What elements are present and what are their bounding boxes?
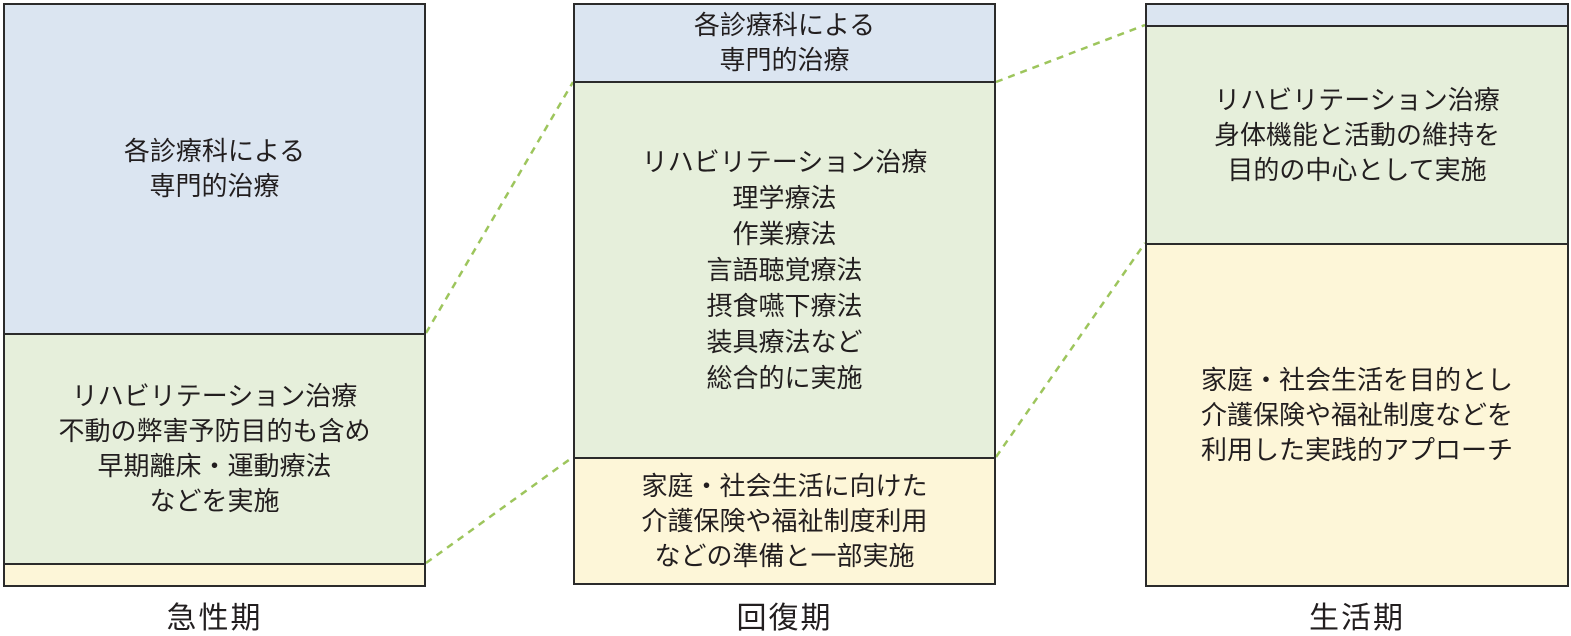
section-rehabilitation-life: リハビリテーション治療 身体機能と活動の維持を 目的の中心として実施 [1147, 25, 1567, 243]
connector-line-specialized-recovery-life [995, 23, 1146, 84]
phase-column-recovery: 各診療科による 専門的治療 リハビリテーション治療 理学療法 作業療法 言語聴覚… [573, 3, 996, 585]
phase-column-acute: 各診療科による 専門的治療 リハビリテーション治療 不動の弊害予防目的も含め 早… [3, 3, 426, 587]
section-specialized-care-recovery: 各診療科による 専門的治療 [575, 5, 994, 81]
section-community-life-life: 家庭・社会生活を目的とし 介護保険や福祉制度などを 利用した実践的アプローチ [1147, 243, 1567, 585]
phase-label-acute: 急性期 [166, 602, 263, 635]
connector-line-community-recovery-life [994, 242, 1147, 458]
section-rehabilitation-recovery: リハビリテーション治療 理学療法 作業療法 言語聴覚療法 摂食嚥下療法 装具療法… [575, 81, 994, 457]
connector-line-community-acute-recovery [425, 455, 574, 565]
connector-line-specialized-acute-recovery [424, 81, 575, 334]
section-specialized-care-acute: 各診療科による 専門的治療 [5, 5, 424, 333]
section-community-life-recovery: 家庭・社会生活に向けた 介護保険や福祉制度利用 などの準備と一部実施 [575, 457, 994, 583]
phase-label-recovery: 回復期 [736, 602, 833, 635]
section-rehabilitation-acute: リハビリテーション治療 不動の弊害予防目的も含め 早期離床・運動療法 などを実施 [5, 333, 424, 563]
phase-column-life: リハビリテーション治療 身体機能と活動の維持を 目的の中心として実施 家庭・社会… [1145, 3, 1569, 587]
phase-label-life: 生活期 [1309, 602, 1405, 635]
section-specialized-care-life [1147, 5, 1567, 25]
section-community-life-acute [5, 563, 424, 585]
